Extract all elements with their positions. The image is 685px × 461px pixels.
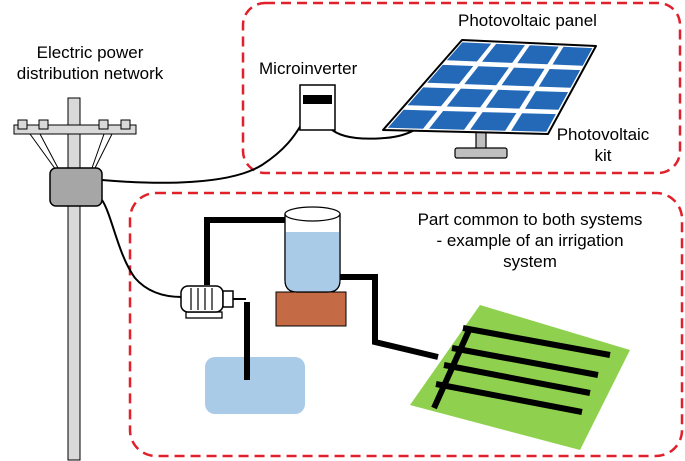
common-part-label: Part common to both systems - example of…	[394, 209, 666, 272]
pv-kit-label-line2: kit	[594, 146, 612, 165]
common-part-label-line2: - example of an irrigation	[436, 231, 624, 250]
inverter-to-panel-wire	[329, 127, 419, 140]
irrigation-row-2	[451, 345, 599, 378]
utility-pole-icon	[13, 97, 137, 461]
microinverter-icon	[299, 84, 336, 131]
pv-kit-border	[241, 1, 682, 175]
grid-label-line2: distribution network	[16, 64, 164, 83]
solar-cell	[446, 88, 493, 108]
solar-cell	[524, 91, 569, 110]
solar-cell	[427, 64, 474, 84]
solar-cell	[407, 87, 456, 107]
reservoir-icon	[205, 357, 305, 414]
solar-cell	[429, 111, 477, 130]
pump-icon	[180, 285, 246, 319]
irrigation-row-3	[443, 362, 591, 396]
solar-cell	[538, 69, 581, 88]
solar-cell	[464, 66, 509, 86]
solar-cell	[482, 43, 525, 63]
grid-to-pump-wire	[101, 199, 183, 298]
solar-cell	[470, 112, 517, 131]
solar-cell	[446, 42, 492, 62]
irrigation-row-4	[435, 381, 583, 415]
solar-cell	[485, 89, 531, 109]
microinverter-label: Microinverter	[259, 59, 358, 78]
solar-cell	[517, 45, 559, 65]
solar-cell	[501, 67, 545, 87]
pipe-tank-to-field	[340, 274, 439, 360]
solar-cell	[552, 46, 593, 66]
common-part-label-line1: Part common to both systems	[417, 210, 643, 229]
irrigation-row-1	[462, 325, 611, 358]
grid-label: Electric power distribution network	[6, 42, 174, 84]
common-part-border	[128, 191, 684, 458]
pipes	[204, 217, 611, 415]
transformer-icon	[49, 167, 103, 207]
pv-kit-label-line1: Photovoltaic	[556, 125, 650, 144]
pv-panel-label: Photovoltaic panel	[458, 11, 597, 30]
solar-panel-icon	[382, 39, 597, 159]
solar-cell	[511, 113, 556, 132]
solar-cell	[387, 109, 438, 129]
water-tank-icon	[275, 206, 347, 327]
solar-panel-cells	[387, 42, 593, 132]
grid-to-inverter-wire	[101, 119, 305, 184]
pipe-pump-to-tank	[204, 217, 285, 285]
pv-kit-label: Photovoltaic kit	[548, 124, 658, 166]
common-part-label-line3: system	[503, 252, 557, 271]
grid-label-line1: Electric power	[36, 43, 144, 62]
